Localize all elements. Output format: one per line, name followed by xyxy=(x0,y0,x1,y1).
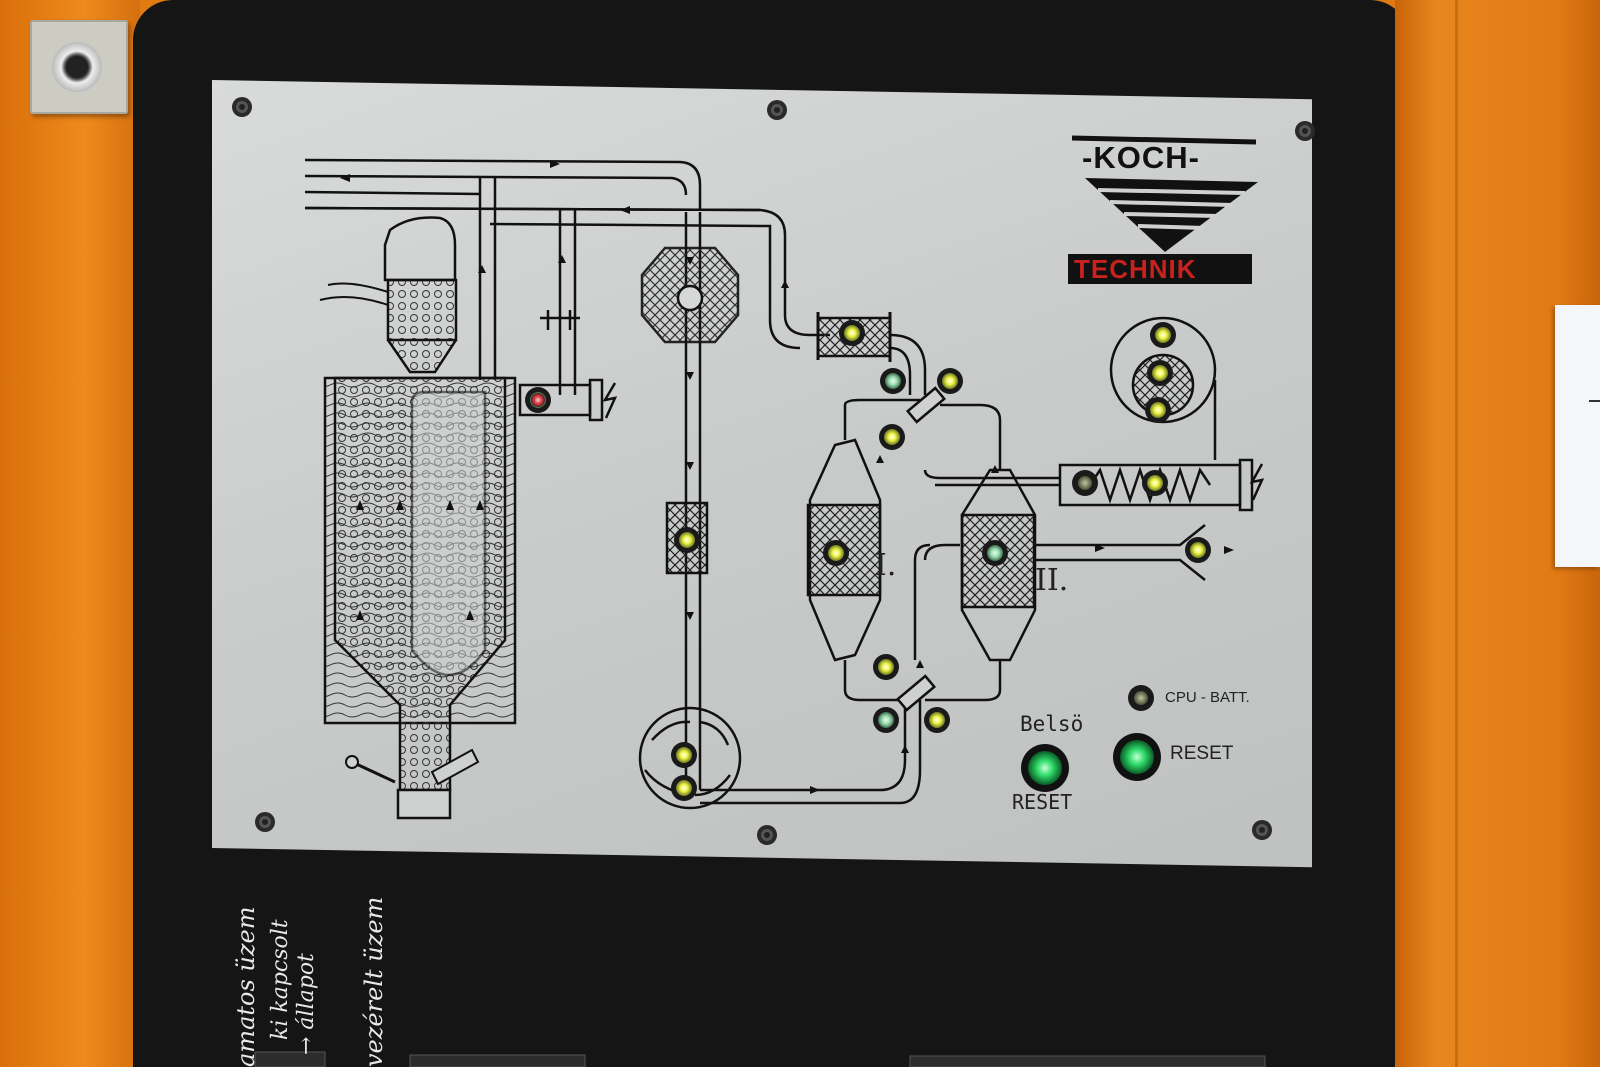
handwritten-mode-off: ki kapcsolt xyxy=(268,919,293,1040)
valve-led xyxy=(873,707,899,733)
brand-koch: -KOCH- xyxy=(1082,140,1200,175)
heater-led xyxy=(1072,470,1098,496)
cabinet-left-edge xyxy=(0,0,140,1067)
brand-technik: TECHNIK xyxy=(1074,254,1197,284)
tower-one-led xyxy=(823,540,849,566)
valve-top xyxy=(905,386,947,424)
tower-two-led xyxy=(982,540,1008,566)
cyclone-vessel xyxy=(640,246,740,575)
cyclone-led xyxy=(674,527,700,553)
screw-icon xyxy=(255,812,275,832)
reset-right-label: RESET xyxy=(1170,743,1234,764)
heater-led xyxy=(1142,470,1168,496)
handwritten-mode-off-state: → állapot xyxy=(294,953,319,1055)
screw-icon xyxy=(1295,121,1315,141)
silo-tank xyxy=(319,216,517,820)
internal-label: Belsö xyxy=(1020,712,1084,736)
fan-led xyxy=(671,775,697,801)
handwritten-mode-controlled: vezérelt üzem xyxy=(360,896,388,1067)
outlet-led xyxy=(1185,537,1211,563)
inline-filter xyxy=(816,312,892,362)
cabinet-lock[interactable] xyxy=(30,20,128,114)
door-seam xyxy=(1455,0,1458,1067)
tower-one-label: I. xyxy=(875,548,897,583)
fan-led xyxy=(1145,397,1171,423)
cpu-battery-led xyxy=(1128,685,1154,711)
koch-technik-logo xyxy=(1068,135,1258,284)
flow-arrows xyxy=(340,160,1234,794)
handwritten-mode-automatic: amatos üzem xyxy=(232,906,260,1067)
screw-icon xyxy=(1252,820,1272,840)
lock-keyhole-icon xyxy=(52,42,102,92)
internal-reset-button xyxy=(1021,744,1069,792)
fan-led xyxy=(1150,322,1176,348)
fan-bottom xyxy=(638,706,742,810)
paper-note xyxy=(1555,305,1600,567)
valve-bottom xyxy=(895,674,937,712)
valve-led xyxy=(880,368,906,394)
screw-icon xyxy=(232,97,252,117)
tower-two-label: II. xyxy=(1035,563,1069,598)
valve-led xyxy=(937,368,963,394)
reset-under-label: RESET xyxy=(1012,790,1073,814)
fan-led xyxy=(1147,360,1173,386)
cpu-battery-label: CPU - BATT. xyxy=(1165,689,1250,706)
valve-led xyxy=(879,424,905,450)
reset-button xyxy=(1113,733,1161,781)
valve-led xyxy=(924,707,950,733)
indicator-leds xyxy=(525,320,1211,801)
screw-icon xyxy=(767,100,787,120)
filter-led xyxy=(839,320,865,346)
valve-led xyxy=(873,654,899,680)
heater-element xyxy=(518,310,618,422)
screw-icon xyxy=(757,825,777,845)
fan-led xyxy=(671,742,697,768)
